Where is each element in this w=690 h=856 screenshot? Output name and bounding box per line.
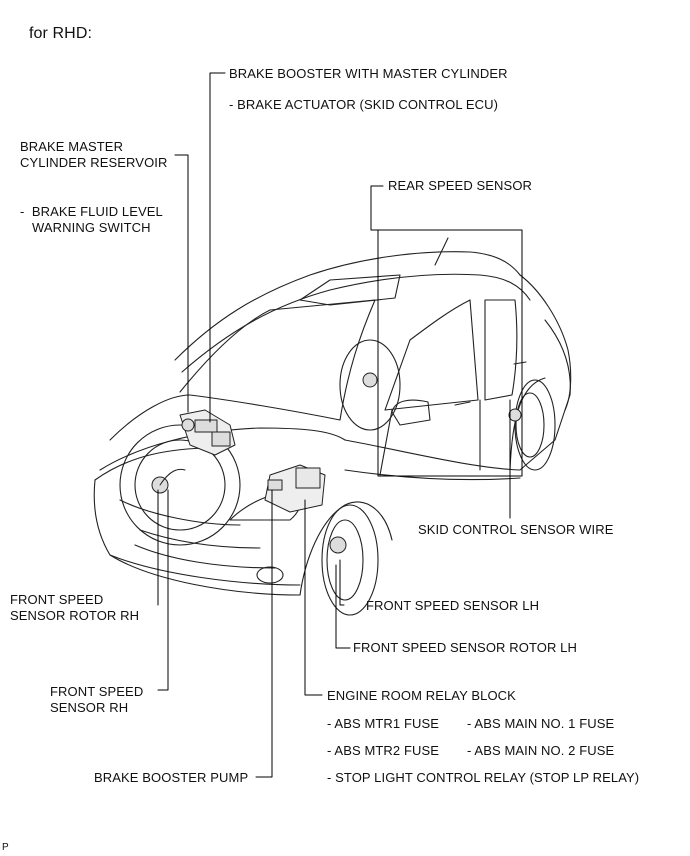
page-title: for RHD: <box>29 25 93 42</box>
label-front-sensor-lh: FRONT SPEED SENSOR LH <box>366 598 540 613</box>
label-front-sensor-rh-line2: SENSOR RH <box>50 700 129 715</box>
label-abs-main1-fuse: - ABS MAIN NO. 1 FUSE <box>467 716 615 731</box>
leader-lines <box>157 72 523 778</box>
label-abs-mtr1-fuse: - ABS MTR1 FUSE <box>327 716 440 731</box>
label-master-reservoir-line2: CYLINDER RESERVOIR <box>20 155 168 170</box>
components <box>151 372 522 554</box>
corner-mark: P <box>2 842 9 853</box>
label-master-reservoir-line1: BRAKE MASTER <box>20 139 124 154</box>
car-outline <box>93 237 572 616</box>
label-front-rotor-rh-line2: SENSOR ROTOR RH <box>10 608 140 623</box>
label-front-sensor-rh-line1: FRONT SPEED <box>50 684 144 699</box>
label-relay-block: ENGINE ROOM RELAY BLOCK <box>327 688 516 703</box>
label-stop-light-relay: - STOP LIGHT CONTROL RELAY (STOP LP RELA… <box>327 770 640 785</box>
label-abs-main2-fuse: - ABS MAIN NO. 2 FUSE <box>467 743 615 758</box>
label-fluid-switch-line1: - BRAKE FLUID LEVEL <box>20 204 163 219</box>
label-fluid-switch-line2: WARNING SWITCH <box>32 220 151 235</box>
label-brake-booster-pump: BRAKE BOOSTER PUMP <box>94 770 249 785</box>
label-rear-speed-sensor: REAR SPEED SENSOR <box>388 178 533 193</box>
label-abs-mtr2-fuse: - ABS MTR2 FUSE <box>327 743 440 758</box>
label-front-rotor-rh-line1: FRONT SPEED <box>10 592 104 607</box>
label-skid-sensor-wire: SKID CONTROL SENSOR WIRE <box>418 522 614 537</box>
label-front-rotor-lh: FRONT SPEED SENSOR ROTOR LH <box>353 640 577 655</box>
label-brake-actuator: - BRAKE ACTUATOR (SKID CONTROL ECU) <box>229 97 499 112</box>
label-brake-booster: BRAKE BOOSTER WITH MASTER CYLINDER <box>229 66 508 81</box>
